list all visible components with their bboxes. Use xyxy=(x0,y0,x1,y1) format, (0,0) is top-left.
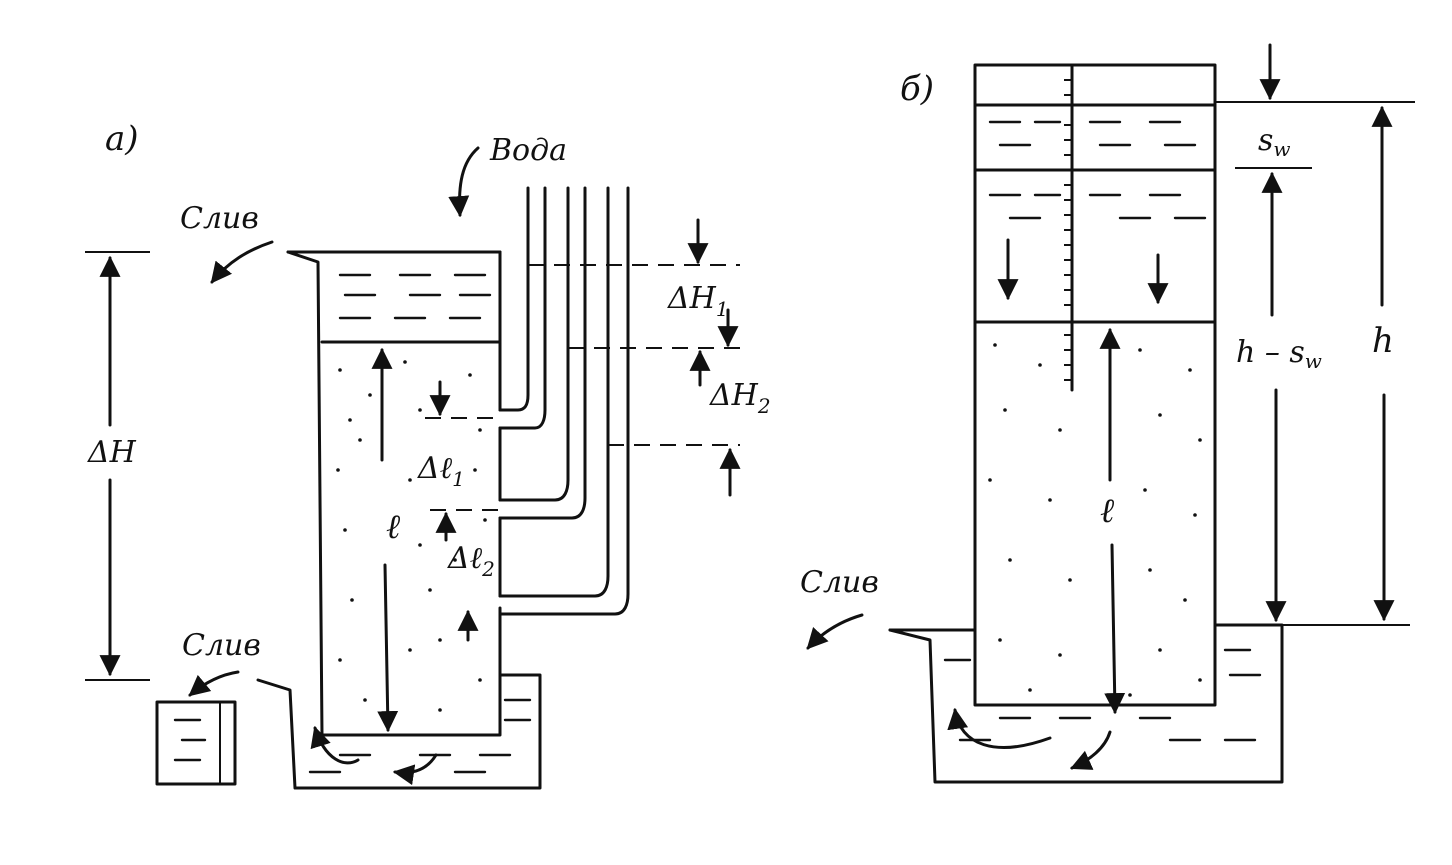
piezometer-3-inner xyxy=(498,186,630,616)
delta-h2-label: ΔH2 xyxy=(709,378,771,418)
panel-b-label: б) xyxy=(900,69,934,109)
drain-top-arrow xyxy=(210,240,274,284)
h-minus-sw-label: h – sw xyxy=(1236,335,1322,373)
sand-dots-a xyxy=(336,360,487,712)
piezometer-2-outer xyxy=(498,186,570,502)
basin-water-b xyxy=(943,648,1262,742)
collection-vessel xyxy=(155,700,237,786)
length-a-label: ℓ xyxy=(386,507,400,547)
drain-bottom-arrow xyxy=(188,670,240,697)
flow-arrow-a-left xyxy=(310,725,360,765)
panel-a-label: a) xyxy=(105,119,139,159)
drain-b-arrow xyxy=(806,613,864,650)
column-a-left-wall xyxy=(286,250,502,737)
water-hatch-a xyxy=(338,273,492,320)
delta-l2-label: Δℓ2 xyxy=(447,541,495,581)
basin-a xyxy=(256,673,542,790)
length-b-arrow-down xyxy=(1104,543,1126,715)
water-label: Вода xyxy=(489,133,567,168)
delta-h-label: ΔH xyxy=(87,435,137,470)
flow-arrow-b-right xyxy=(1070,730,1112,770)
piezometer-1-outer xyxy=(498,186,530,412)
panel-b: б) xyxy=(800,43,1415,784)
water-inflow-arrow xyxy=(448,146,480,218)
delta-h1-label: ΔH1 xyxy=(667,281,729,321)
sand-dots-b xyxy=(988,343,1202,697)
length-b-label: ℓ xyxy=(1100,491,1114,531)
drain-b-label: Слив xyxy=(800,565,879,600)
ruler-scale xyxy=(1064,79,1072,381)
basin-b xyxy=(888,623,1284,784)
vessel-water xyxy=(173,718,207,762)
flow-arrow-b-left xyxy=(947,707,1052,749)
h-label: h xyxy=(1372,321,1394,361)
piezometer-1-inner xyxy=(498,186,547,430)
basin-water-a xyxy=(308,698,532,774)
drain-top-label: Слив xyxy=(180,201,259,236)
flow-arrow-a-right xyxy=(392,753,438,786)
panel-a: a) Вода Слив xyxy=(85,119,771,790)
drain-bottom-label: Слив xyxy=(182,628,261,663)
piezometer-tubes xyxy=(498,186,630,616)
delta-l1-label: Δℓ1 xyxy=(417,451,465,491)
length-a-arrow-down xyxy=(377,563,399,733)
column-b xyxy=(973,63,1217,707)
water-hatch-b xyxy=(988,120,1207,220)
piezometer-2-inner xyxy=(498,186,587,520)
sw-label: sw xyxy=(1258,123,1291,161)
piezometer-3-outer xyxy=(498,186,610,598)
